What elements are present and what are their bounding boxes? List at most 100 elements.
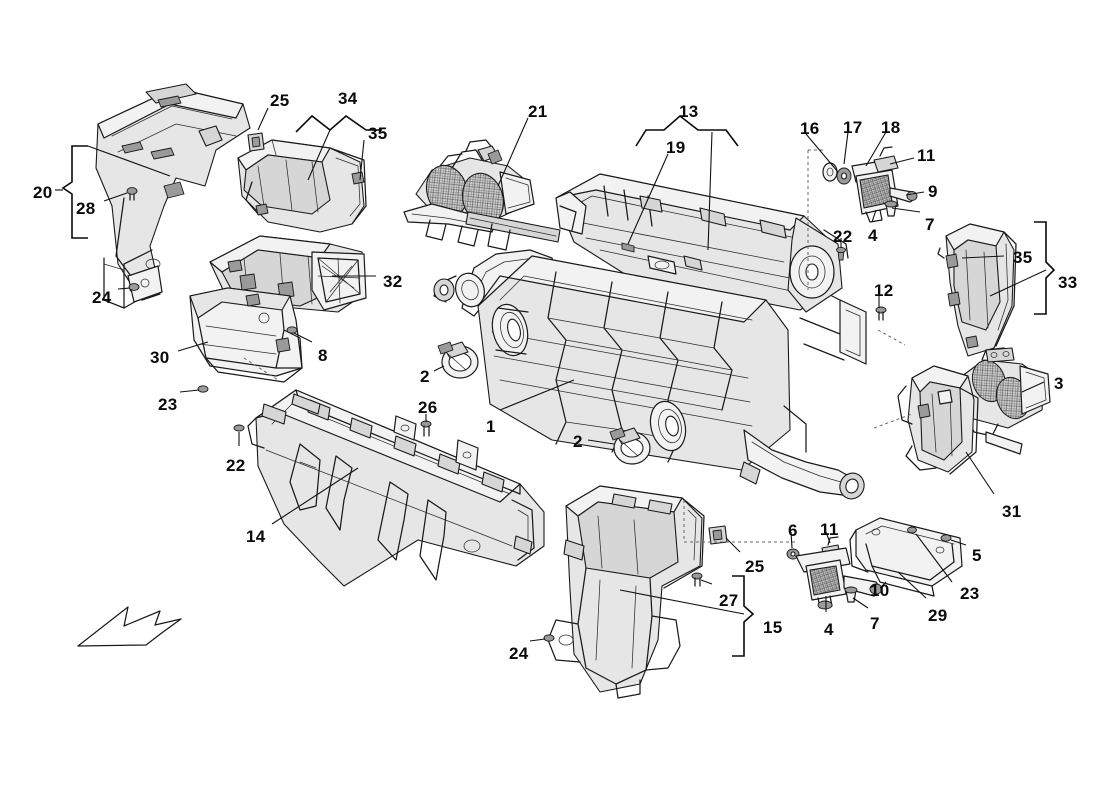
leader-14 (271, 467, 359, 525)
callout-14: 14 (246, 527, 266, 546)
callout-2-center: 2 (573, 432, 583, 451)
callout-1: 1 (486, 417, 496, 436)
part-33-right-shield (937, 223, 1017, 357)
leader-29 (897, 571, 927, 599)
part-28-screw (126, 187, 138, 201)
leader-23-left (179, 389, 200, 393)
leader-21 (497, 117, 529, 187)
callout-22-upper: 22 (833, 227, 853, 246)
part-12-screw (875, 306, 887, 321)
part-8-screw (286, 326, 298, 334)
callout-30: 30 (150, 348, 170, 367)
callout-32: 32 (383, 272, 403, 291)
bracket-20 (61, 145, 88, 239)
leader-28 (103, 192, 128, 202)
leader-4-upper (871, 209, 877, 223)
part-34-upper-shield (237, 139, 367, 233)
part-17-rubber-mount (822, 162, 838, 182)
part-15-rear-shield (547, 485, 705, 699)
part-31-heat-shield (873, 365, 979, 475)
part-13-rear-silencer (465, 173, 867, 365)
callout-4-upper: 4 (868, 226, 878, 245)
callout-27: 27 (719, 591, 739, 610)
part-7-screw-upper (884, 200, 898, 217)
callout-24-left: 24 (92, 288, 112, 307)
part-2-clamp-left (437, 341, 479, 379)
callout-28: 28 (76, 199, 96, 218)
callout-20: 20 (33, 183, 53, 202)
part-23-screw-right (907, 526, 917, 534)
callout-33: 33 (1058, 273, 1078, 292)
callout-3: 3 (1054, 374, 1064, 393)
part-14-tunnel-heat-shield (247, 389, 545, 587)
callout-2-left: 2 (420, 367, 430, 386)
leader-13 (707, 131, 713, 251)
callout-23-right: 23 (960, 584, 980, 603)
callout-22-left: 22 (226, 456, 246, 475)
leader-2-center (587, 439, 615, 445)
leader-27 (700, 579, 713, 585)
leader-35-right (961, 255, 1005, 259)
part-30-bracket (189, 287, 303, 383)
part-5-screw (940, 534, 952, 542)
part-22-screw-left (233, 424, 245, 432)
part-25-clip-top (247, 132, 265, 152)
leader-1 (499, 379, 575, 411)
callout-34: 34 (338, 89, 358, 108)
callout-15: 15 (763, 618, 783, 637)
leader-33 (989, 269, 1047, 297)
callout-11-lower: 11 (820, 520, 839, 539)
part-25-clip-lower (708, 525, 728, 545)
part-4-hanger-lower (795, 547, 851, 610)
part-24-nut-lower (543, 634, 555, 642)
callout-25-top: 25 (270, 91, 290, 110)
part-20-left-heat-shield (95, 83, 251, 309)
part-23-screw-left (197, 385, 209, 393)
callout-13: 13 (679, 102, 699, 121)
leader-2-left (433, 365, 445, 372)
leader-31 (965, 451, 995, 495)
direction-arrow-icon (77, 606, 182, 647)
callout-19: 19 (666, 138, 686, 157)
callout-31: 31 (1002, 502, 1022, 521)
leader-7-lower (852, 597, 869, 609)
callout-17: 17 (843, 118, 863, 137)
callout-25-lower: 25 (745, 557, 765, 576)
part-16-washer (836, 167, 852, 185)
leader-15 (619, 589, 745, 615)
leader-18 (865, 131, 887, 167)
leader-6 (790, 531, 793, 549)
leader-23-right (915, 533, 953, 583)
leader-5 (950, 539, 967, 546)
part-1-main-silencer (433, 249, 865, 500)
callout-29: 29 (928, 606, 948, 625)
leader-11-upper (889, 157, 915, 165)
part-10-pin (843, 575, 883, 597)
callout-7-lower: 7 (870, 614, 880, 633)
part-3-catalytic-converter (957, 347, 1051, 455)
callout-10: 10 (870, 581, 890, 600)
part-2-clamp-center (609, 427, 651, 465)
leader-17 (843, 131, 849, 165)
leader-25-lower (725, 537, 741, 553)
callout-4-lower: 4 (824, 620, 834, 639)
part-26-screw (420, 420, 432, 437)
callout-5: 5 (972, 546, 982, 565)
callout-6: 6 (788, 521, 798, 540)
callout-8: 8 (318, 346, 328, 365)
callout-24-lower: 24 (509, 644, 529, 663)
bracket-15 (732, 575, 755, 657)
leader-30 (177, 341, 209, 352)
callout-12: 12 (874, 281, 894, 300)
leader-7-upper (891, 207, 921, 213)
bracket-34 (295, 114, 382, 133)
callout-16: 16 (800, 119, 820, 138)
callout-7-upper: 7 (925, 215, 935, 234)
leader-8 (293, 332, 313, 343)
part-24-nut-left (128, 283, 140, 291)
leader-3 (1021, 381, 1045, 393)
leader-20 (87, 145, 171, 177)
leader-34 (307, 129, 331, 181)
